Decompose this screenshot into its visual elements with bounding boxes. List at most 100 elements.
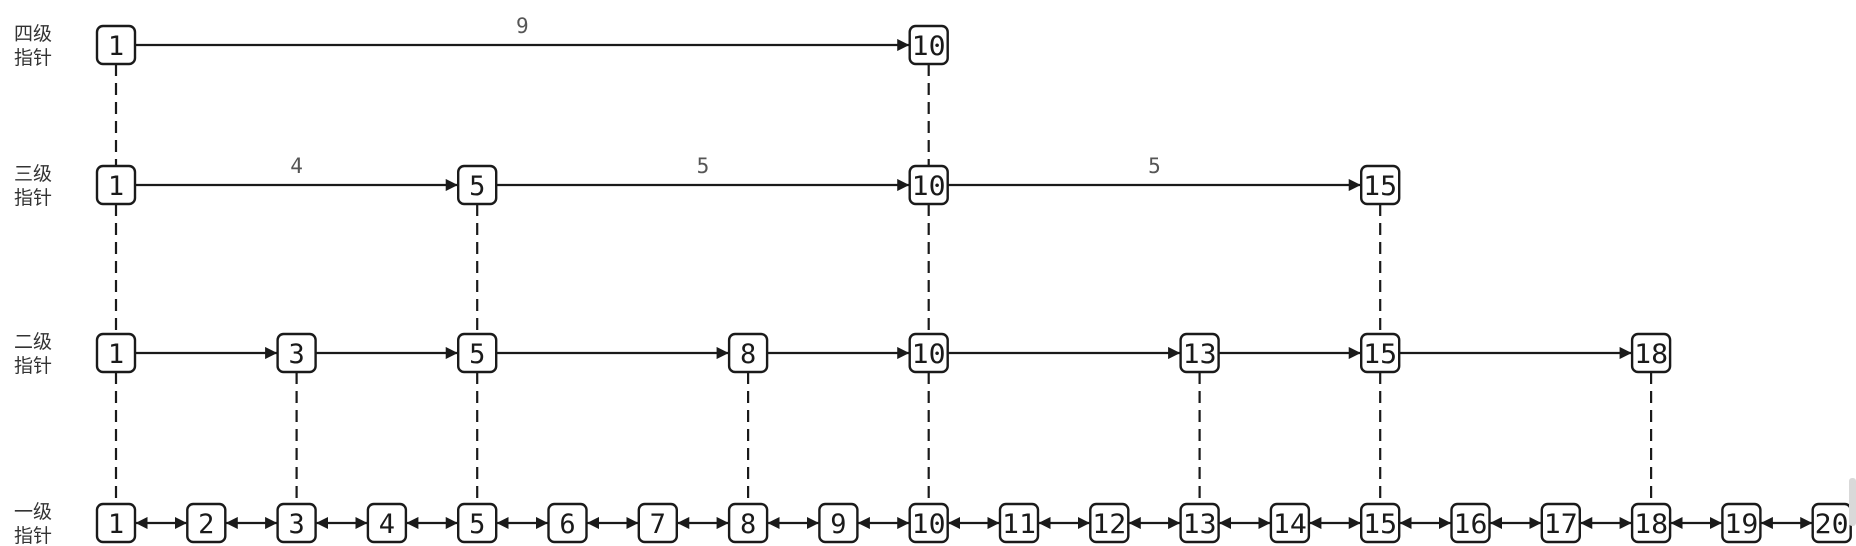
node-value: 10	[912, 509, 946, 540]
node-12: 12	[1089, 502, 1130, 544]
node-value: 4	[379, 509, 395, 540]
node-value: 6	[559, 509, 575, 540]
node-2: 2	[186, 502, 227, 544]
node-14: 14	[1269, 502, 1311, 544]
node-10: 10	[908, 24, 949, 66]
node-box	[1630, 332, 1672, 374]
node-8: 8	[727, 502, 769, 544]
node-value: 12	[1092, 509, 1126, 540]
node-box	[1630, 502, 1672, 544]
node-1: 1	[95, 502, 137, 544]
node-value: 10	[912, 171, 946, 202]
node-value: 5	[469, 509, 485, 540]
node-box	[276, 502, 317, 544]
node-value: 19	[1724, 509, 1758, 540]
node-value: 13	[1183, 509, 1217, 540]
node-box	[95, 24, 137, 66]
node-15: 15	[1359, 164, 1401, 206]
node-box	[1540, 502, 1582, 544]
node-box	[998, 502, 1040, 544]
node-box	[1721, 502, 1762, 544]
node-4: 4	[366, 502, 408, 544]
node-value: 8	[740, 509, 756, 540]
node-box	[908, 502, 949, 544]
node-10: 10	[908, 332, 949, 374]
span-weight-label: 5	[1148, 154, 1161, 178]
node-5: 5	[457, 164, 498, 206]
node-box	[95, 164, 137, 206]
node-box	[366, 502, 408, 544]
node-value: 3	[288, 509, 304, 540]
level-label-line2: 指针	[14, 47, 52, 69]
node-3: 3	[276, 332, 317, 374]
node-box	[186, 502, 227, 544]
node-value: 8	[740, 339, 756, 370]
node-15: 15	[1359, 332, 1401, 374]
node-5: 5	[457, 502, 498, 544]
node-value: 10	[912, 339, 946, 370]
node-20: 20	[1811, 502, 1852, 544]
node-value: 9	[830, 509, 846, 540]
span-weight-label: 5	[697, 154, 710, 178]
node-box	[1179, 502, 1220, 544]
level-label-line2: 指针	[14, 187, 52, 209]
node-box	[457, 502, 498, 544]
node-value: 15	[1363, 339, 1397, 370]
node-value: 10	[912, 31, 946, 62]
node-box	[457, 164, 498, 206]
level-label-line2: 指针	[14, 525, 52, 546]
node-16: 16	[1450, 502, 1491, 544]
node-value: 1	[108, 339, 124, 370]
node-value: 18	[1634, 339, 1668, 370]
vertical-dashed-links	[114, 64, 1653, 504]
node-box	[727, 502, 769, 544]
node-value: 15	[1363, 509, 1397, 540]
node-value: 16	[1454, 509, 1488, 540]
node-13: 13	[1179, 332, 1220, 374]
node-18: 18	[1630, 332, 1672, 374]
node-value: 3	[288, 339, 304, 370]
node-1: 1	[95, 332, 137, 374]
node-box	[1269, 502, 1311, 544]
node-box	[1359, 332, 1401, 374]
node-box	[1450, 502, 1491, 544]
level-label-line2: 指针	[14, 355, 52, 377]
node-box	[818, 502, 859, 544]
node-value: 17	[1544, 509, 1578, 540]
node-17: 17	[1540, 502, 1582, 544]
node-box	[95, 332, 137, 374]
level-label-line1: 二级	[14, 331, 52, 353]
node-value: 7	[650, 509, 666, 540]
node-box	[547, 502, 588, 544]
node-value: 1	[108, 31, 124, 62]
node-value: 20	[1815, 509, 1849, 540]
node-box	[908, 332, 949, 374]
level-label-line1: 四级	[14, 23, 52, 45]
node-value: 11	[1002, 509, 1036, 540]
level-label-line1: 一级	[14, 501, 52, 523]
node-value: 18	[1634, 509, 1668, 540]
node-value: 5	[469, 171, 485, 202]
node-value: 5	[469, 339, 485, 370]
node-value: 1	[108, 171, 124, 202]
node-box	[637, 502, 678, 544]
node-box	[908, 24, 949, 66]
node-box	[276, 332, 317, 374]
node-box	[727, 332, 769, 374]
node-box	[1359, 164, 1401, 206]
scroll-edge-hint	[1849, 478, 1856, 526]
node-box	[95, 502, 137, 544]
node-7: 7	[637, 502, 678, 544]
node-10: 10	[908, 164, 949, 206]
node-3: 3	[276, 502, 317, 544]
node-10: 10	[908, 502, 949, 544]
node-15: 15	[1359, 502, 1401, 544]
node-box	[1179, 332, 1220, 374]
node-value: 1	[108, 509, 124, 540]
node-box	[1089, 502, 1130, 544]
node-11: 11	[998, 502, 1040, 544]
node-1: 1	[95, 164, 137, 206]
